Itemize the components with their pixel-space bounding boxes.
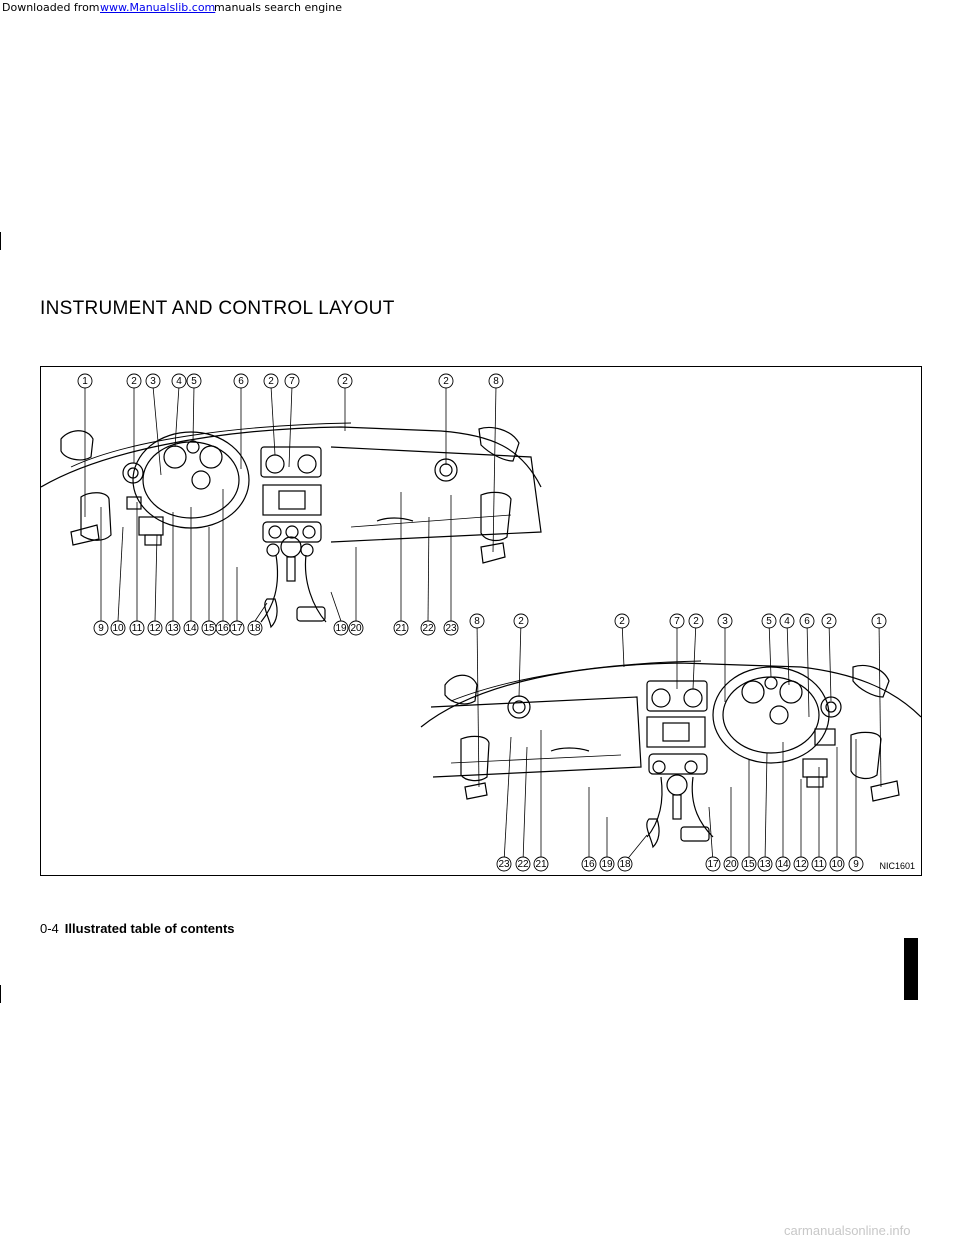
callout-number: 23: [445, 623, 457, 634]
callout-number: 22: [517, 859, 529, 870]
banner-suffix: manuals search engine: [214, 1, 342, 14]
callout-number: 2: [518, 616, 524, 627]
callout-number: 12: [795, 859, 807, 870]
callout-number: 18: [619, 859, 631, 870]
callout-number: 7: [674, 616, 680, 627]
callout-number: 13: [759, 859, 771, 870]
callout-number: 2: [131, 376, 137, 387]
callout-number: 10: [112, 623, 124, 634]
callout-number: 3: [722, 616, 728, 627]
crop-mark: [0, 232, 1, 250]
callout-number: 11: [132, 623, 143, 634]
callout-number: 10: [831, 859, 843, 870]
callout-number: 8: [493, 376, 499, 387]
callout-number: 18: [249, 623, 261, 634]
callout-number: 20: [725, 859, 737, 870]
download-banner: Downloaded from www.Manualslib.com manua…: [0, 0, 960, 14]
watermark: carmanualsonline.info: [784, 1223, 911, 1238]
figure-code: NIC1601: [879, 861, 915, 871]
callout-number: 5: [191, 376, 197, 387]
crop-mark: [0, 985, 1, 1003]
callout-number: 1: [82, 376, 88, 387]
section-title: INSTRUMENT AND CONTROL LAYOUT: [40, 298, 395, 319]
callout-number: 9: [98, 623, 104, 634]
callout-number: 21: [535, 859, 547, 870]
callout-number: 4: [176, 376, 182, 387]
callout-number: 6: [804, 616, 810, 627]
callout-number: 2: [619, 616, 625, 627]
footer-title: Illustrated table of contents: [64, 921, 235, 936]
dashboard-drawing: 1234562722891011121314151617181920212223…: [41, 373, 921, 872]
callout-number: 3: [150, 376, 156, 387]
callout-number: 4: [784, 616, 790, 627]
callout-number: 17: [231, 623, 243, 634]
callout-number: 2: [268, 376, 274, 387]
callout-number: 2: [693, 616, 699, 627]
callout-number: 16: [217, 623, 229, 634]
banner-prefix: Downloaded from: [2, 1, 100, 14]
callout-number: 23: [498, 859, 510, 870]
page-footer: 0-4 Illustrated table of contents: [40, 921, 235, 936]
callout-number: 9: [853, 859, 859, 870]
callout-number: 14: [185, 623, 197, 634]
callout-number: 19: [601, 859, 613, 870]
callout-number: 12: [149, 623, 161, 634]
callout-number: 15: [203, 623, 215, 634]
banner-link[interactable]: www.Manualslib.com: [100, 1, 216, 14]
callout-number: 14: [777, 859, 789, 870]
callout-number: 11: [814, 859, 825, 870]
callout-number: 22: [422, 623, 434, 634]
page-number: 0-4: [40, 921, 59, 936]
callout-number: 2: [443, 376, 449, 387]
callout-number: 19: [335, 623, 347, 634]
callout-number: 5: [766, 616, 772, 627]
callout-number: 2: [342, 376, 348, 387]
callout-number: 16: [583, 859, 595, 870]
callout-number: 2: [826, 616, 832, 627]
callout-number: 21: [395, 623, 407, 634]
callout-number: 1: [876, 616, 882, 627]
callout-number: 17: [707, 859, 719, 870]
callout-number: 6: [238, 376, 244, 387]
callout-number: 13: [167, 623, 179, 634]
callout-number: 8: [474, 616, 480, 627]
callout-number: 7: [289, 376, 295, 387]
callout-number: 20: [350, 623, 362, 634]
section-thumb-tab: [904, 938, 918, 1000]
callout-number: 15: [743, 859, 755, 870]
